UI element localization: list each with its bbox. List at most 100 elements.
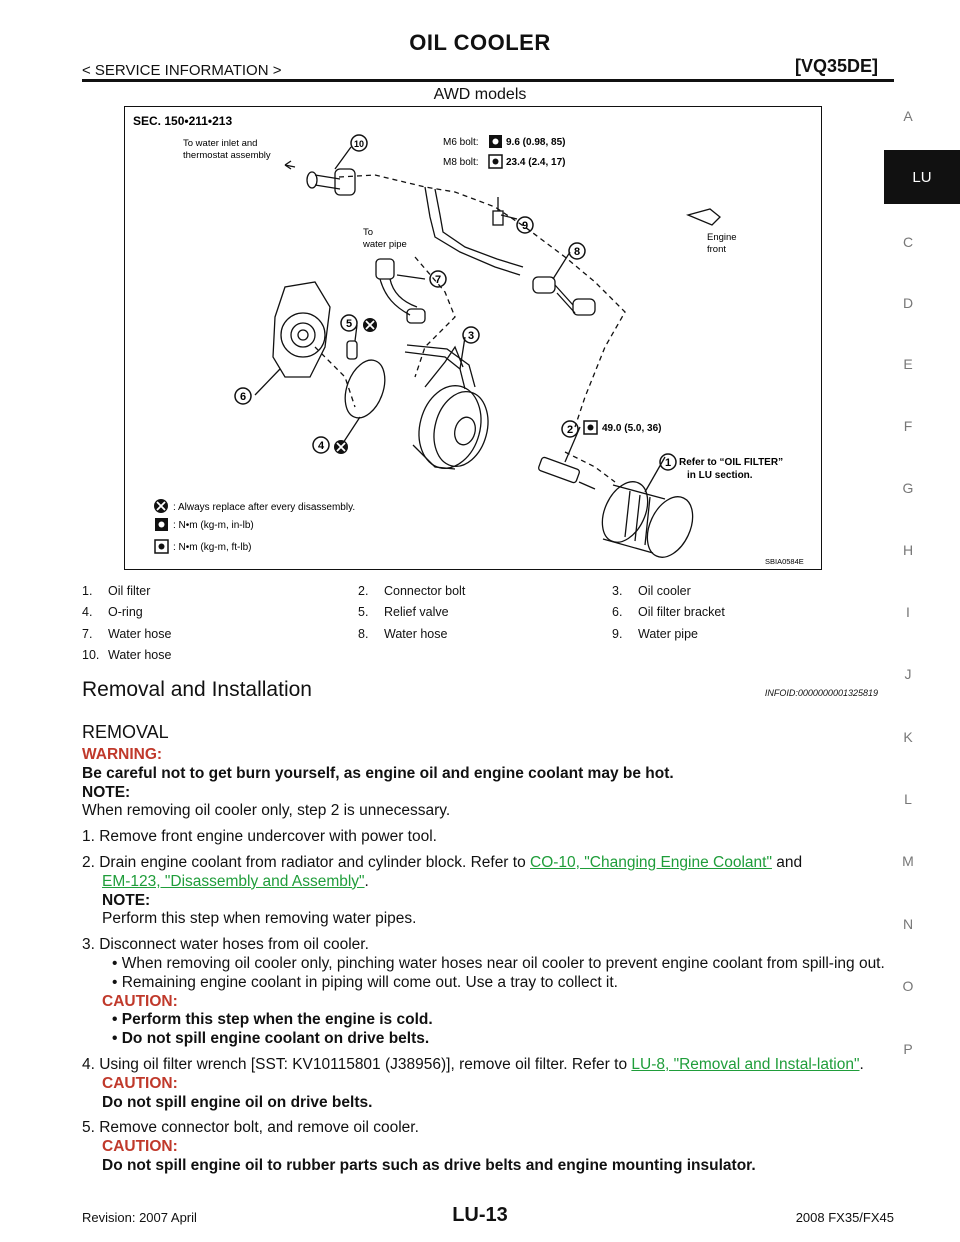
step-3-bullet: • Remaining engine coolant in piping wil… [112,973,618,991]
legend-num: 7. [82,627,93,641]
page-title: OIL COOLER [409,30,551,55]
info-id: INFOID:0000000001325819 [764,688,878,698]
legend-label: Water hose [384,627,448,641]
legend-label: Oil filter [108,584,151,598]
to-water-inlet-label: To water inlet and thermostat assembly [183,138,271,161]
engine-front-label: Engine front [707,232,739,255]
legend-num: 1. [82,584,93,598]
side-index-j[interactable]: J [904,666,912,682]
m6-bolt-torque: 9.6 (0.98, 85) [506,137,565,148]
side-index-h[interactable]: H [902,542,914,558]
side-index-d[interactable]: D [902,295,914,311]
side-index-k[interactable]: K [903,729,913,745]
side-index-p[interactable]: P [903,1041,913,1057]
legend-label: Oil filter bracket [638,605,725,619]
header-rule [82,79,894,82]
callout-5: 5 [340,314,358,332]
step-4: 4. Using oil filter wrench [SST: KV10115… [82,1055,864,1073]
replace-part-icon [363,318,377,332]
side-index-c[interactable]: C [902,234,914,250]
subsection-heading: REMOVAL [82,722,169,742]
caution-text: Do not spill engine oil to rubber parts … [102,1156,756,1174]
m6-bolt-label: M6 bolt: [443,137,479,148]
legend-num: 6. [612,605,623,619]
caution-bullet: • Perform this step when the engine is c… [112,1011,433,1029]
oil-cooler-exploded-diagram: SEC. 150•211•213 To water inlet and ther… [124,106,822,570]
svg-text:6: 6 [240,391,246,403]
legend-num: 3. [612,584,623,598]
callout-4: 4 [312,436,330,454]
step-3: 3. Disconnect water hoses from oil coole… [82,936,369,954]
svg-text:2: 2 [567,424,573,436]
legend-num: 4. [82,605,93,619]
callout-8: 8 [568,242,586,260]
caution-label: CAUTION: [102,1138,178,1156]
note-label: NOTE: [102,891,151,909]
caution-label: CAUTION: [102,992,178,1010]
step-3-bullet: • When removing oil cooler only, pinchin… [112,954,885,972]
engine-code: [VQ35DE] [794,56,878,76]
replace-part-icon [154,499,168,513]
side-index-m[interactable]: M [902,853,914,869]
note-text: Perform this step when removing water pi… [102,910,417,928]
replace-part-icon [334,440,348,454]
torque-inlb-icon [155,518,168,531]
legend-num: 8. [358,627,369,641]
callout-7: 7 [429,270,447,288]
svg-text:3: 3 [468,330,474,342]
model-label: 2008 FX35/FX45 [795,1210,894,1225]
callout-3: 3 [462,326,480,344]
caution-bullet: • Do not spill engine coolant on drive b… [112,1030,430,1048]
svg-text:5: 5 [346,318,352,330]
key-replace-text: : Always replace after every disassembly… [173,502,355,513]
note-label: NOTE: [82,783,131,801]
side-index-f[interactable]: F [903,418,913,434]
warning-text: Be careful not to get burn yourself, as … [82,764,674,782]
link-em-123[interactable]: EM-123, "Disassembly and Assembly" [102,872,365,890]
step-1: 1. Remove front engine undercover with p… [82,828,437,846]
torque-ftlb-icon [154,539,169,554]
torque-inlb-icon [489,135,502,148]
legend-num: 2. [358,584,369,598]
link-lu-8[interactable]: LU-8, "Removal and Instal-lation" [631,1055,860,1073]
callout-6: 6 [234,387,252,405]
svg-text:9: 9 [522,220,528,232]
svg-text:8: 8 [574,246,580,258]
note-text: When removing oil cooler only, step 2 is… [82,802,451,820]
svg-text:4: 4 [318,440,325,452]
side-index-o[interactable]: O [902,978,914,994]
legend-num: 9. [612,627,623,641]
side-index-e[interactable]: E [903,356,913,372]
legend-label: Oil cooler [638,584,691,598]
legend-label: Water hose [108,627,172,641]
callout-1: 1 [659,453,677,471]
legend-num: 10. [82,648,100,662]
figure-subtitle: AWD models [433,86,527,103]
side-index-g[interactable]: G [902,480,914,496]
legend-label: O-ring [108,605,143,619]
figure-code: SBIA0584E [765,557,804,566]
svg-text:10: 10 [354,139,364,149]
legend-num: 5. [358,605,369,619]
procedure-body: WARNING: Be careful not to get burn your… [82,746,887,1176]
side-index-i[interactable]: I [906,604,910,620]
link-co-10[interactable]: CO-10, "Changing Engine Coolant" [530,853,772,871]
legend-label: Water pipe [638,627,698,641]
caution-label: CAUTION: [102,1074,178,1092]
key-ftlb-text: : N•m (kg-m, ft-lb) [173,542,252,553]
warning-label: WARNING: [82,746,163,763]
side-index-l[interactable]: L [904,791,912,807]
side-index-lu-active[interactable]: LU [884,150,960,204]
callout-2: 2 [561,420,579,438]
page-number: LU-13 [452,1204,508,1226]
figure-sec-label: SEC. 150•211•213 [133,114,232,128]
legend-label: Water hose [108,648,172,662]
m8-bolt-label: M8 bolt: [443,157,479,168]
side-index-n[interactable]: N [902,916,914,932]
connector-bolt-torque: 49.0 (5.0, 36) [602,423,661,434]
revision-label: Revision: 2007 April [82,1210,197,1225]
step-2: 2. Drain engine coolant from radiator an… [82,853,803,890]
service-info-label: < SERVICE INFORMATION > [82,62,282,79]
side-index-a[interactable]: A [903,108,913,124]
to-water-pipe-label: To water pipe [362,227,407,250]
